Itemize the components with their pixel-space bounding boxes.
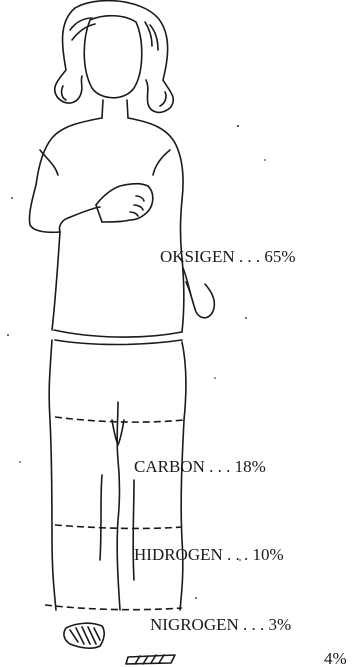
shoe-right	[126, 655, 175, 664]
shoe-left	[64, 623, 104, 648]
torso-outline	[29, 118, 183, 332]
divider-line-3	[45, 605, 182, 610]
face-outline	[84, 16, 142, 98]
label-other: 4%	[324, 649, 347, 667]
label-nitrogen: NIGROGEN . . . 3%	[150, 615, 291, 634]
hair-outline	[55, 1, 174, 113]
divider-line-2	[55, 525, 182, 528]
label-oxygen: OKSIGEN . . . 65%	[160, 247, 296, 266]
label-carbon: CARBON . . . 18%	[134, 457, 266, 476]
label-hydrogen: HIDROGEN . . . 10%	[134, 545, 284, 564]
neck-outline	[102, 100, 128, 118]
arm-outline	[59, 184, 152, 232]
waistband-outline	[54, 330, 182, 345]
hand-outline	[183, 268, 214, 318]
divider-line-1	[55, 417, 184, 422]
